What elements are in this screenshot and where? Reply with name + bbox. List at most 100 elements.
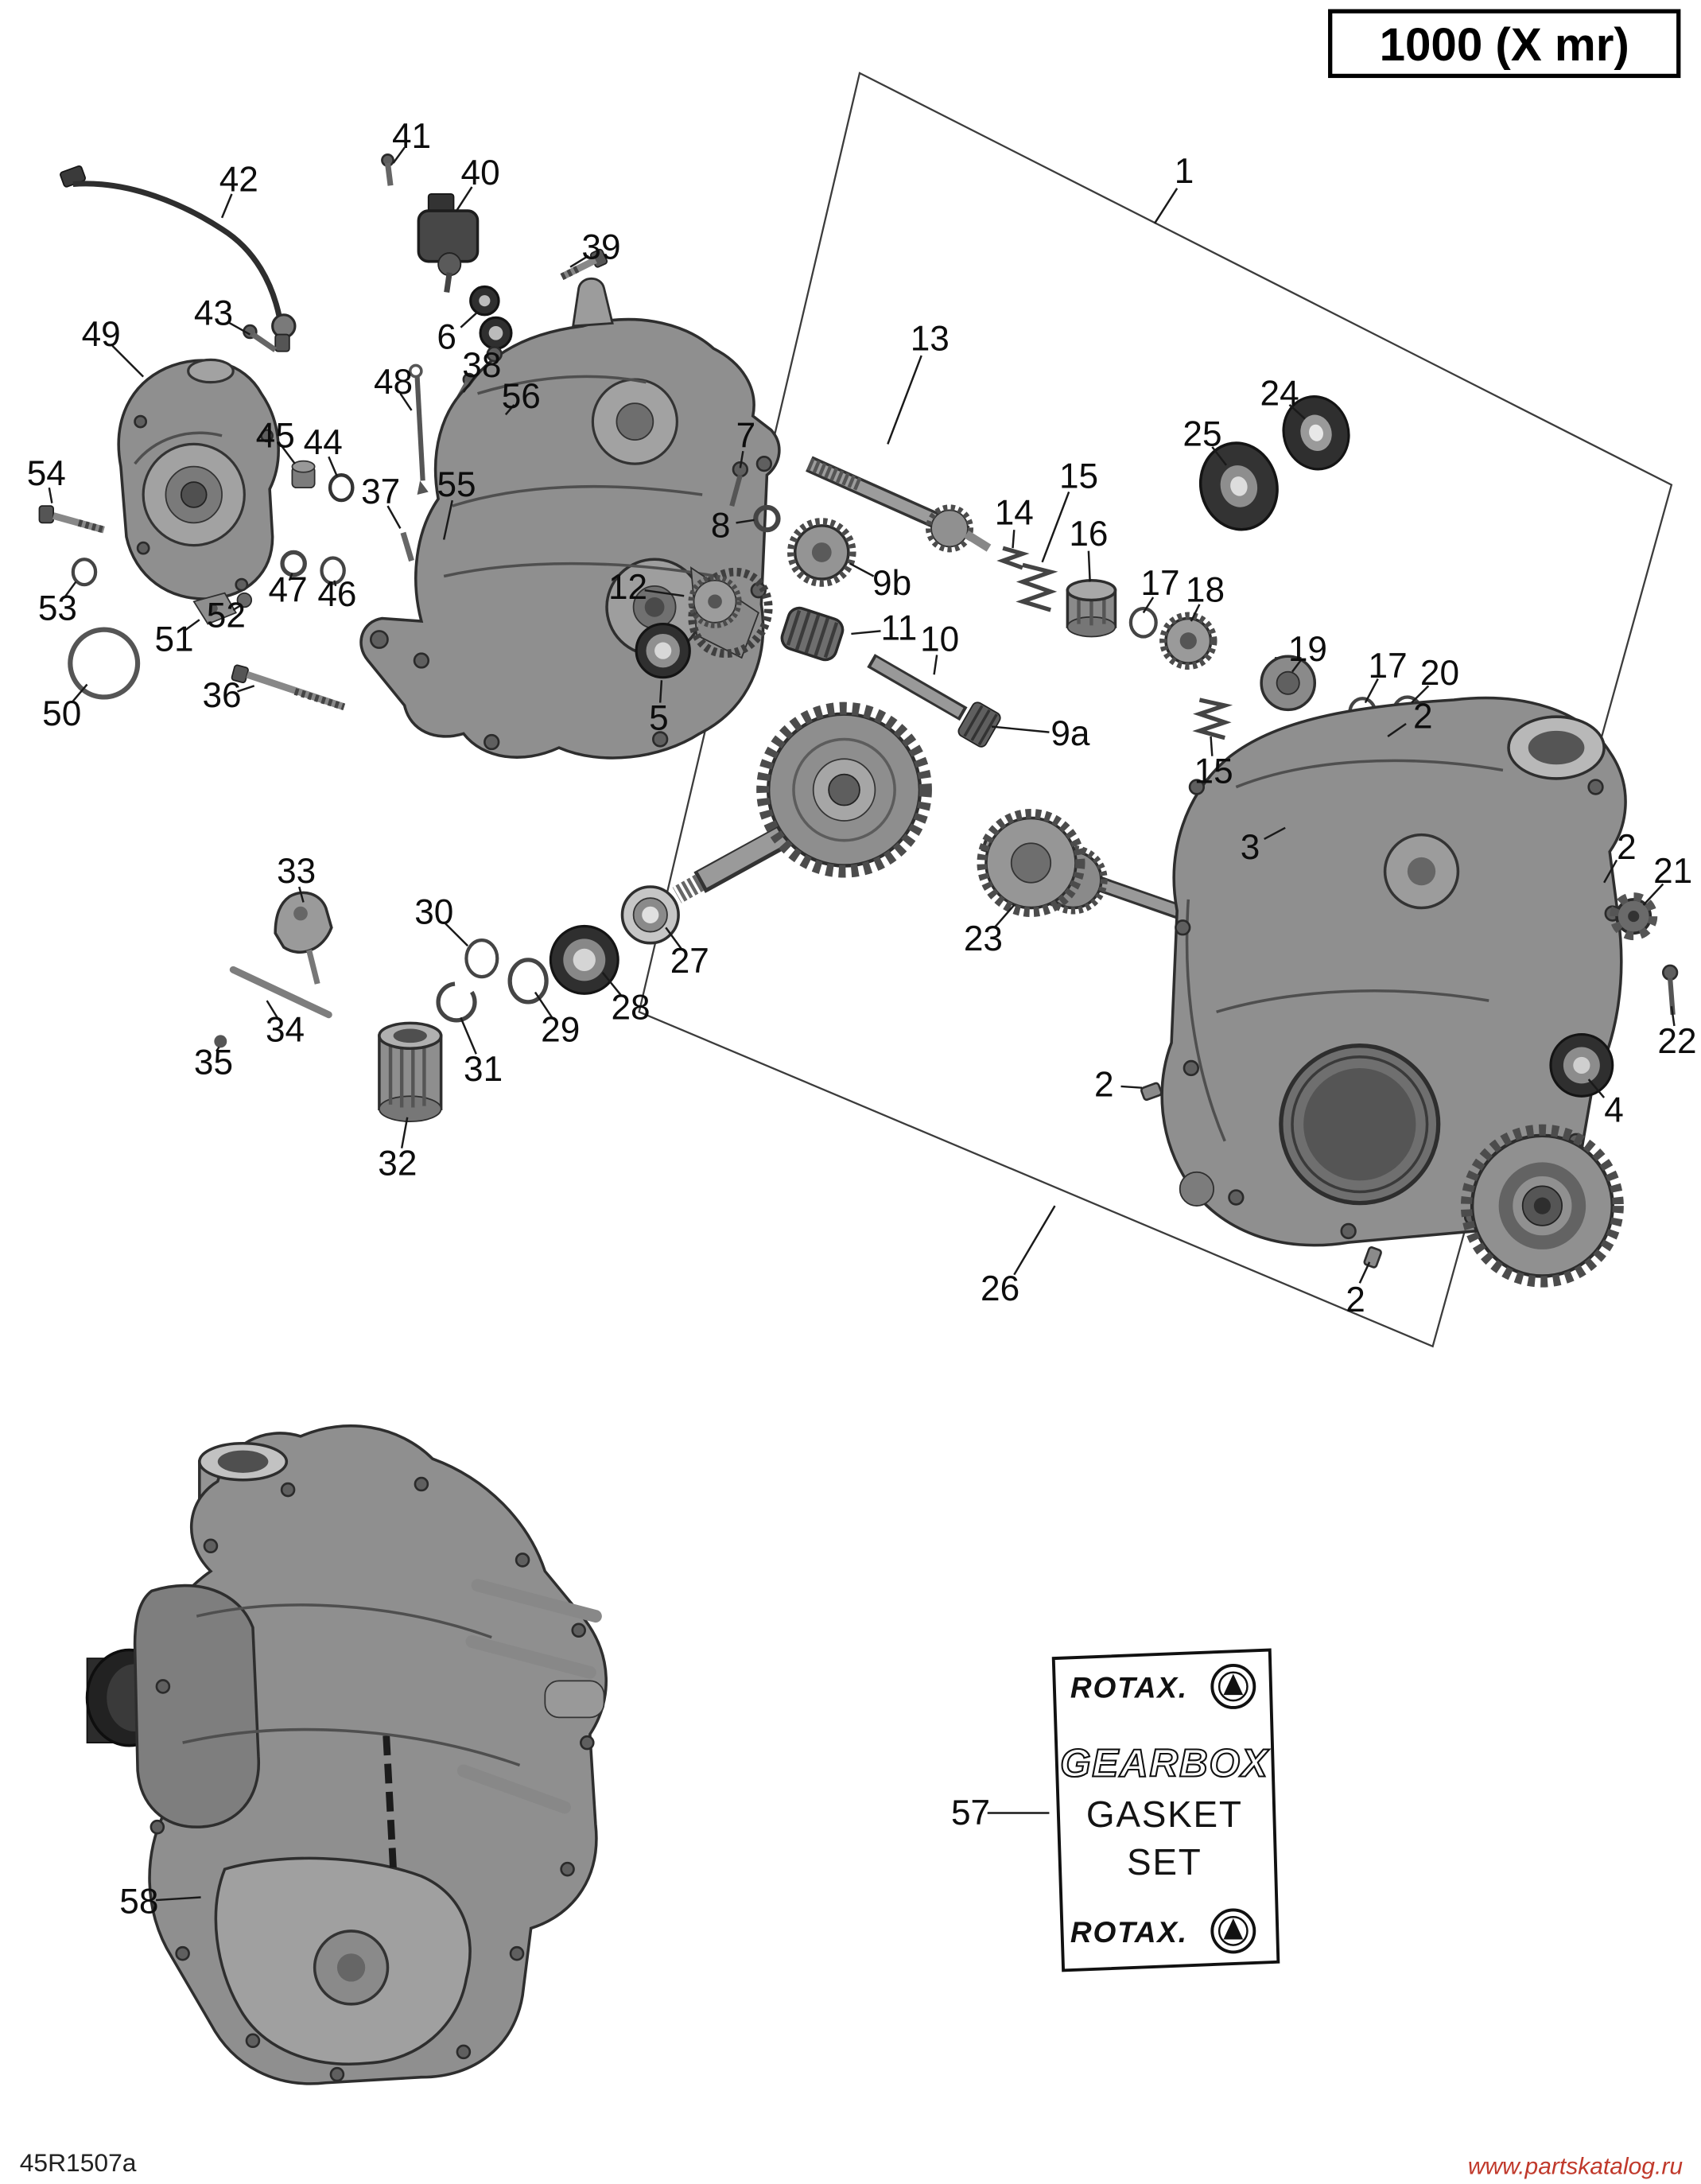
callout-38: 38 [462,346,501,385]
part-17-o-ring-a [1128,607,1158,639]
bolt-bosses [369,346,773,751]
part-13-input-shaft [806,456,992,553]
callout-15: 15 [1194,752,1233,791]
part-29-ring [507,958,549,1005]
callout-48: 48 [374,363,413,402]
leader-line-25 [1211,446,1227,466]
part-23-gear-cluster [977,808,1237,937]
title-box [1328,9,1681,79]
watermark-link[interactable]: www.partskatalog.ru [1468,2154,1684,2180]
leader-line-54 [48,487,53,503]
callout-54: 54 [27,454,66,493]
leader-line-50 [71,683,88,704]
callout-3: 3 [1241,828,1260,867]
title-block: 1000 (X mr) [1328,9,1681,79]
part-51-bracket [192,592,238,625]
part-32-coupler [378,1021,443,1122]
part-21-star-knob [1610,892,1658,941]
callout-47: 47 [269,571,308,610]
leader-line-6 [460,311,479,328]
part-37-stud [400,531,414,562]
callout-15: 15 [1059,457,1098,496]
part-10-shaft [867,654,1001,748]
callout-51: 51 [154,620,193,659]
callout-24: 24 [1260,374,1299,413]
callout-29: 29 [541,1011,580,1050]
leader-line-16 [1087,550,1091,582]
assembled-gearbox [85,1424,608,2085]
callout-9b: 9b [872,564,911,603]
leader-line-18 [1190,604,1201,622]
callout-26: 26 [981,1269,1019,1308]
leader-line-55 [442,499,453,540]
callout-32: 32 [378,1144,417,1183]
part-53-washer [71,558,98,587]
part-44-o-ring [328,473,355,503]
callout-46: 46 [317,575,356,614]
callout-2: 2 [1346,1280,1365,1319]
part-30-ring [464,938,499,979]
callout-22: 22 [1657,1022,1696,1061]
page-title: 1000 (X mr) [1380,19,1629,71]
gasket-brand-top: ROTAX. [1070,1671,1188,1704]
part-46-o-ring [320,556,346,585]
part-50-o-ring [68,627,141,700]
part-5-bearing [635,622,691,679]
part-31-snap-ring [436,981,477,1023]
rotax-logo-bottom-icon [1210,1908,1256,1954]
leader-line-7 [739,451,744,468]
part-8-washer [753,504,781,533]
callout-34: 34 [266,1011,305,1050]
leader-line-4 [1587,1078,1606,1098]
part-2-dowel-c [1140,1082,1163,1102]
callout-42: 42 [219,161,258,200]
part-4-bearing [1549,1032,1614,1098]
leader-line-34 [266,1000,279,1020]
leader-line-29 [534,991,553,1019]
part-39-bolt [560,248,608,281]
leader-line-44 [328,456,339,477]
callout-11: 11 [881,608,918,647]
gasket-brand-bottom: ROTAX. [1070,1915,1188,1949]
leader-line-9a [991,725,1050,733]
leader-line-48 [399,393,413,411]
part-9b-gear [787,518,856,587]
leader-line-5 [658,680,663,703]
leader-line-1 [1153,188,1179,224]
rotax-logo-top-icon [1210,1664,1256,1709]
callout-8: 8 [711,506,731,545]
leader-line-23 [993,904,1016,929]
part-28-bearing [549,924,619,995]
leader-line-2 [1603,859,1618,884]
leader-line-2 [1358,1261,1371,1284]
leader-line-24 [1288,403,1306,420]
part-40-actuator [417,192,480,293]
part-54-bolt [38,505,105,534]
callout-35: 35 [194,1043,233,1082]
callout-39: 39 [581,227,620,266]
doc-code: 45R1507a [20,2148,137,2177]
callout-53: 53 [38,589,77,628]
part-12-chain-sprocket [688,566,773,659]
leader-line-21 [1642,883,1664,906]
leader-line-12 [644,589,685,597]
callout-28: 28 [612,988,650,1027]
leader-line-35 [215,1046,220,1052]
leader-line-53 [64,581,77,598]
callout-10: 10 [920,620,959,659]
leader-line-11 [851,630,881,635]
bolt-bosses [134,414,274,592]
callout-31: 31 [464,1050,503,1089]
leader-line-10 [933,655,938,675]
part-34-shift-rail [229,966,332,1019]
leader-line-46 [333,580,337,587]
leader-line-43 [227,321,251,336]
callout-56: 56 [502,377,541,416]
callout-33: 33 [277,852,316,891]
part-15-spring-b [1192,698,1233,740]
part-27-bearing [620,885,680,945]
leader-line-15 [1210,736,1214,756]
callout-2: 2 [1413,698,1433,736]
leader-line-36 [237,685,255,693]
